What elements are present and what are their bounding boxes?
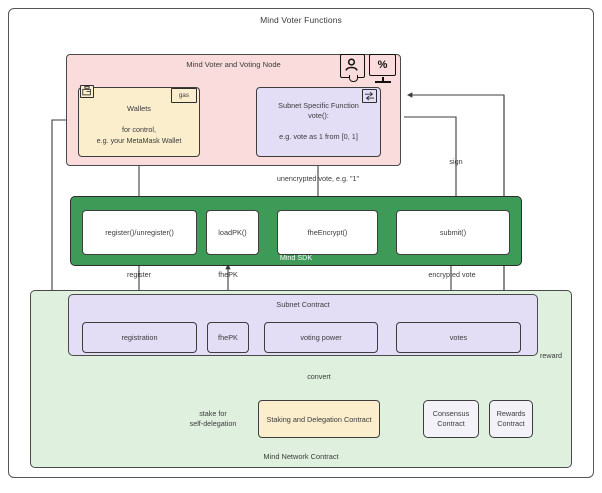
consensus-contract-line2: Contract xyxy=(437,419,465,428)
edge-label-encrypted-vote: encrypted vote xyxy=(428,270,476,279)
edge-label-convert: convert xyxy=(307,372,331,381)
rewards-contract-line2: Contract xyxy=(497,419,525,428)
wallets-box[interactable]: Wallets for control, e.g. your MetaMask … xyxy=(78,87,200,157)
wallets-subtitle-line2: e.g. your MetaMask Wallet xyxy=(96,136,182,145)
sdk-box-fheencrypt[interactable]: fheEncrypt() xyxy=(277,210,378,255)
diagram-title: Mind Voter Functions xyxy=(260,15,342,25)
edge-label-stake-for-self-delegation: stake for self-delegation xyxy=(183,409,243,429)
percent-glyph: % xyxy=(377,59,388,71)
swap-icon xyxy=(362,89,377,103)
subnet-specific-function-box[interactable]: Subnet Specific Function vote(): e.g. vo… xyxy=(256,87,381,157)
subnet-box-fhepk[interactable]: fhePK xyxy=(207,322,249,353)
sdk-box-submit[interactable]: submit() xyxy=(396,210,510,255)
edge-label-sign: sign xyxy=(449,157,463,166)
monitor-stand xyxy=(381,77,384,82)
stake-line2: self-delegation xyxy=(189,419,237,428)
subnet-box-voting-power[interactable]: voting power xyxy=(264,322,378,353)
wallets-title: Wallets xyxy=(127,104,151,113)
mind-network-contract-title: Mind Network Contract xyxy=(263,452,339,461)
ssf-line3: e.g. vote as 1 from [0, 1] xyxy=(279,132,358,141)
sdk-box-register-unregister[interactable]: register()/unregister() xyxy=(82,210,197,255)
ssf-line2: vote(): xyxy=(308,111,329,120)
monitor-percent-icon: % xyxy=(369,54,396,83)
person-speech-icon xyxy=(340,54,365,82)
consensus-contract-box[interactable]: Consensus Contract xyxy=(423,400,479,438)
edge-label-reward: reward xyxy=(540,351,562,360)
sdk-box-loadpk[interactable]: loadPK() xyxy=(206,210,259,255)
gas-tag: gas xyxy=(171,88,197,103)
stake-line1: stake for xyxy=(199,409,227,418)
voter-node-title: Mind Voter and Voting Node xyxy=(186,60,281,69)
wallet-icon xyxy=(80,85,94,98)
subnet-contract-title: Subnet Contract xyxy=(276,300,330,309)
wallets-subtitle-line1: for control, xyxy=(122,125,156,134)
subnet-box-registration[interactable]: registration xyxy=(82,322,197,353)
monitor-base xyxy=(374,81,391,83)
edge-label-unencrypted-vote: unencrypted vote, e.g. "1" xyxy=(276,174,360,183)
edge-label-fhepk: fhePK xyxy=(218,270,238,279)
consensus-contract-line1: Consensus xyxy=(432,409,470,418)
subnet-box-votes[interactable]: votes xyxy=(396,322,521,353)
edge-label-register: register xyxy=(127,270,151,279)
staking-and-delegation-contract-box[interactable]: Staking and Delegation Contract xyxy=(258,400,380,438)
ssf-line1: Subnet Specific Function xyxy=(278,101,359,110)
wallets-subtitle: for control, e.g. your MetaMask Wallet xyxy=(79,124,199,146)
rewards-contract-line1: Rewards xyxy=(496,409,526,418)
mind-sdk-title: Mind SDK xyxy=(279,253,313,262)
rewards-contract-box[interactable]: Rewards Contract xyxy=(489,400,533,438)
ssf-lines: Subnet Specific Function vote(): xyxy=(257,101,380,121)
